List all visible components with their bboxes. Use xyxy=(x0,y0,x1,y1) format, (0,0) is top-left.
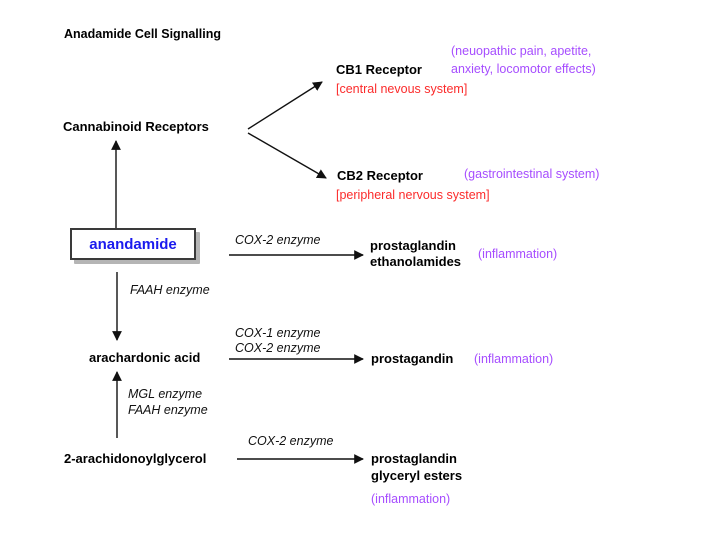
node-prostaglandin-glyceryl-esters-line2: glyceryl esters xyxy=(371,468,463,483)
prostaglandin-ethanolamides-effect: (inflammation) xyxy=(478,247,558,261)
arrow-receptors-to-cb2 xyxy=(247,132,327,179)
enzyme-label-faah-arachidonoylglycerol: FAAH enzyme xyxy=(128,403,208,417)
anandamide-label: anandamide xyxy=(89,235,177,253)
cb1-effects-line2: anxiety, locomotor effects) xyxy=(451,62,596,76)
cb1-effects-line1: (neuopathic pain, apetite, xyxy=(451,44,592,58)
node-cb2-receptor: CB2 Receptor xyxy=(337,168,423,183)
node-prostaglandin-glyceryl-esters-line1: prostaglandin xyxy=(371,451,457,466)
anandamide-box[interactable]: anandamide xyxy=(70,228,196,260)
node-cb1-receptor: CB1 Receptor xyxy=(336,62,422,77)
enzyme-label-cox1-arachidonic: COX-1 enzyme xyxy=(235,326,321,340)
arrow-receptors-to-cb1 xyxy=(247,81,323,130)
enzyme-label-cox2-arachidonic: COX-2 enzyme xyxy=(235,341,321,355)
enzyme-label-mgl-arachidonoylglycerol: MGL enzyme xyxy=(128,387,203,401)
prostaglandin-glyceryl-esters-effect: (inflammation) xyxy=(371,492,451,506)
node-prostagandin: prostagandin xyxy=(371,351,454,366)
node-prostaglandin-ethanolamides-line2: ethanolamides xyxy=(370,254,462,269)
node-cannabinoid-receptors: Cannabinoid Receptors xyxy=(63,119,209,134)
enzyme-label-cox2-anandamide: COX-2 enzyme xyxy=(235,233,321,247)
enzyme-label-faah-anandamide: FAAH enzyme xyxy=(130,283,210,297)
node-arachidonic-acid: arachardonic acid xyxy=(89,350,201,365)
node-arachidonoylglycerol: 2-arachidonoylglycerol xyxy=(64,451,207,466)
enzyme-label-cox2-arachidonoylglycerol: COX-2 enzyme xyxy=(248,434,334,448)
cb2-system-label: [peripheral nervous system] xyxy=(336,188,490,202)
prostagandin-effect: (inflammation) xyxy=(474,352,554,366)
cb2-effects-line1: (gastrointestinal system) xyxy=(464,167,600,181)
page-title: Anadamide Cell Signalling xyxy=(64,27,221,41)
node-prostaglandin-ethanolamides-line1: prostaglandin xyxy=(370,238,456,253)
cb1-system-label: [central nevous system] xyxy=(336,82,468,96)
